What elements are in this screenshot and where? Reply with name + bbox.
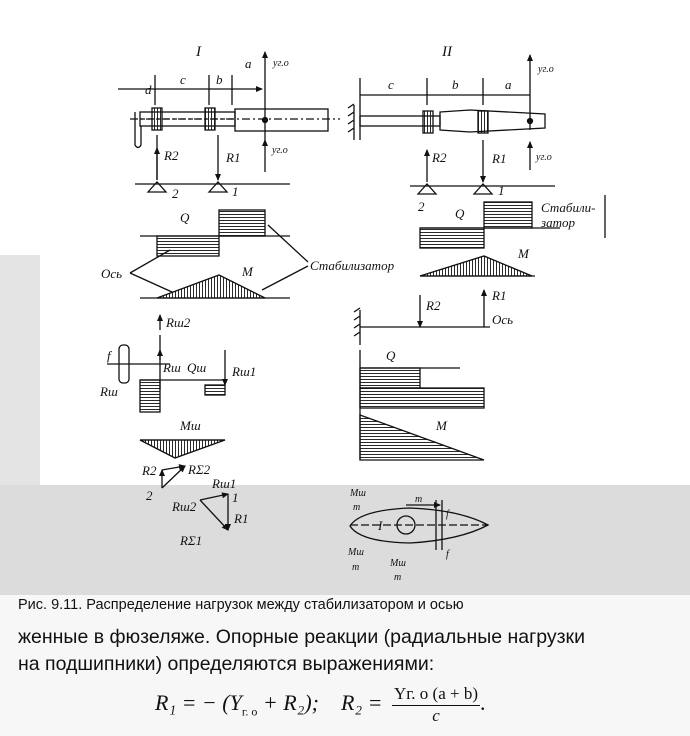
lift-label-top-I: yг.о <box>272 58 289 69</box>
airfoil-m-bottom-a: m <box>352 562 359 573</box>
support-2-I: 2 <box>172 186 179 201</box>
stabilizer-label-I: Стабилизатор <box>310 258 395 273</box>
text-background <box>0 595 690 736</box>
bleed-through-band <box>0 485 690 595</box>
dim-c-I: c <box>180 72 186 87</box>
Rsh-label-left: Rш <box>99 384 118 399</box>
vec-R1: R1 <box>233 511 248 526</box>
lift-label-top-II: yг.о <box>537 64 554 75</box>
figure-background <box>0 0 690 485</box>
scheme-I: I d c b a yг.о R2 R1 yг.о 2 1 <box>101 44 395 299</box>
paragraph-line-2: на подшипники) определяются выражениями: <box>18 653 435 675</box>
support-2-II: 2 <box>418 199 425 214</box>
formula-r2-numerator: Yг. о (a + b) <box>391 684 480 706</box>
Rsh2-label: Rш2 <box>165 315 191 330</box>
R1-label-II: R1 <box>491 151 506 166</box>
airfoil-Msh-bottom-a: Mш <box>347 547 364 558</box>
load-distribution-figure: I d c b a yг.о R2 R1 yг.о 2 1 <box>99 44 606 583</box>
reaction-formulas: R₁ = − (Yг. о + R₂); R₂ = Yг. о (a + b)c… <box>155 684 486 726</box>
roman-label-I: I <box>195 44 202 60</box>
airfoil-m-bottom-b: m <box>394 572 401 583</box>
formula-r1-lhs: R₁ = − (Y <box>155 690 242 716</box>
M-label-II: M <box>517 246 530 261</box>
formula-r2-fraction: Yг. о (a + b)c <box>391 684 480 726</box>
dim-b-II: b <box>452 77 459 92</box>
paragraph-line-1: женные в фюзеляже. Опорные реакции (ради… <box>18 626 585 648</box>
stabilizer-label-II-a: Стабили- <box>541 200 595 215</box>
formula-r2-end: . <box>480 690 486 716</box>
airfoil-m-top-a: m <box>353 502 360 513</box>
formula-r2-denominator: c <box>432 706 440 725</box>
support-1-II: 1 <box>498 183 505 198</box>
Q-label-II: Q <box>455 206 465 221</box>
R2-label-I: R2 <box>163 148 179 163</box>
f-label-hinge: f <box>107 348 113 363</box>
scheme-II: II c b a yг.о R2 R1 yг.о 2 1 Q <box>347 44 606 461</box>
figure-caption: Рис. 9.11. Распределение нагрузок между … <box>18 597 464 613</box>
vec-num-2: 2 <box>146 488 153 503</box>
R2-label-II: R2 <box>431 150 447 165</box>
dim-d: d <box>145 82 152 97</box>
airfoil-detail: Mш m m I f f Mш m Mш m <box>347 488 490 583</box>
hinge-detail: Rш2 Rш1 Rш Rш Qш f Mш <box>99 314 256 459</box>
dim-a-I: a <box>245 56 252 71</box>
airfoil-f-top: f <box>446 509 450 520</box>
vec-Rsum2: RΣ2 <box>187 462 211 477</box>
dim-c-II: c <box>388 77 394 92</box>
vec-R2: R2 <box>141 463 157 478</box>
vec-Rsh2: Rш2 <box>171 499 197 514</box>
formula-r1-sub: г. о <box>241 704 258 719</box>
lift-label-bottom-I: yг.о <box>271 145 288 156</box>
R2-label-axis: R2 <box>425 298 441 313</box>
R1-label-I: R1 <box>225 150 240 165</box>
airfoil-Msh-bottom-b: Mш <box>389 558 406 569</box>
body-paragraph: женные в фюзеляже. Опорные реакции (ради… <box>18 624 684 678</box>
dim-a-II: a <box>505 77 512 92</box>
axis-label-I: Ось <box>101 266 122 281</box>
dim-b-I: b <box>216 72 223 87</box>
M-label-I: M <box>241 264 254 279</box>
Rsh1-label: Rш1 <box>231 364 256 379</box>
formula-r1-rhs: + R₂); <box>257 690 320 716</box>
vec-Rsh1: Rш1 <box>211 476 236 491</box>
airfoil-m-top-b: m <box>415 494 422 505</box>
axis-label-II: Ось <box>492 312 513 327</box>
airfoil-I-label: I <box>377 518 383 533</box>
support-1-I: 1 <box>232 184 239 199</box>
airfoil-Msh-top: Mш <box>349 488 366 499</box>
Msh-label: Mш <box>179 418 201 433</box>
airfoil-f-bottom: f <box>446 549 450 560</box>
R1-label-axis: R1 <box>491 288 506 303</box>
Q-label-I: Q <box>180 210 190 225</box>
vec-num-1: 1 <box>232 490 239 505</box>
formula-r2-lhs: R₂ = <box>341 690 388 716</box>
page-edge-shadow <box>0 255 40 485</box>
vec-Rsum1: RΣ1 <box>179 533 202 548</box>
Qsh-label: Qш <box>187 360 206 375</box>
Rsh-label-mid: Rш <box>162 360 181 375</box>
roman-label-II: II <box>441 44 453 60</box>
stabilizer-label-II-b: затор <box>540 215 575 230</box>
M-label-axis: M <box>435 418 448 433</box>
Q-label-axis: Q <box>386 348 396 363</box>
vector-diagram: R2 RΣ2 2 Rш1 1 R1 Rш2 RΣ1 <box>141 462 248 548</box>
lift-label-bottom-II: yг.о <box>535 152 552 163</box>
